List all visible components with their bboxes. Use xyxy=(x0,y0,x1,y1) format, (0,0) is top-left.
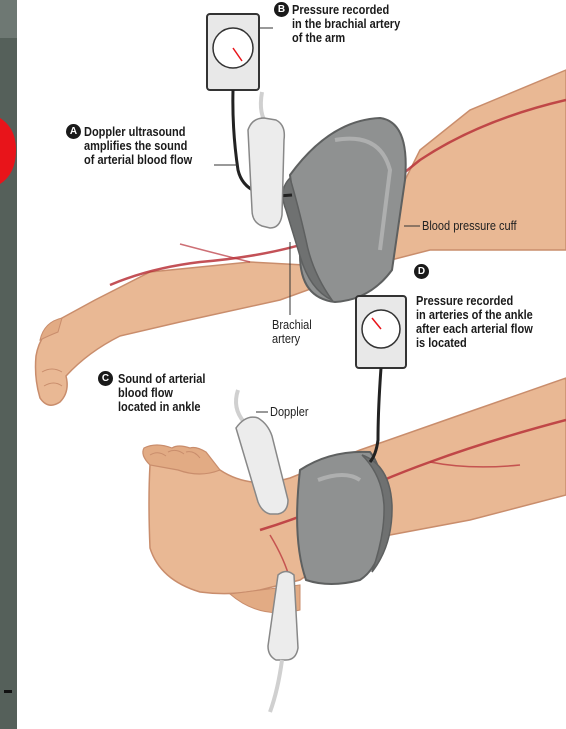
left-strip-dash xyxy=(4,690,12,693)
label-doppler: Doppler xyxy=(270,405,309,419)
label-cuff: Blood pressure cuff xyxy=(422,219,517,233)
label-d-line: is located xyxy=(416,336,533,350)
label-brachial-line: Brachial xyxy=(272,318,312,332)
label-b-line: in the brachial artery xyxy=(292,17,400,31)
arm-doppler-probe xyxy=(248,118,284,228)
label-c-line: located in ankle xyxy=(118,400,205,414)
label-c-text: Sound of arterial blood flow located in … xyxy=(118,372,205,414)
leg-cuff xyxy=(297,452,392,584)
label-a-line: Doppler ultrasound xyxy=(84,125,192,139)
arm-cuff xyxy=(283,118,406,302)
label-brachial: Brachial artery xyxy=(272,318,312,346)
label-brachial-line: artery xyxy=(272,332,312,346)
label-b-line: of the arm xyxy=(292,31,400,45)
label-d-line: after each arterial flow xyxy=(416,322,533,336)
label-a-text: Doppler ultrasound amplifies the sound o… xyxy=(84,125,192,167)
label-b-line: Pressure recorded xyxy=(292,3,400,17)
label-d-line: Pressure recorded xyxy=(416,294,533,308)
label-c-badge: C xyxy=(98,371,113,386)
label-b-text: Pressure recorded in the brachial artery… xyxy=(292,3,400,45)
label-c-line: Sound of arterial xyxy=(118,372,205,386)
label-c-line: blood flow xyxy=(118,386,205,400)
ankle-doppler-cable-bottom xyxy=(270,660,282,712)
leg-cuff-body xyxy=(297,452,385,584)
label-d-text: Pressure recorded in arteries of the ank… xyxy=(416,294,533,350)
ankle-gauge xyxy=(356,296,406,368)
label-a-line: amplifies the sound xyxy=(84,139,192,153)
label-d-badge: D xyxy=(414,264,429,279)
label-b-badge: B xyxy=(274,2,289,17)
ankle-doppler-cable-top xyxy=(236,390,244,422)
left-side-strip xyxy=(0,0,17,729)
label-a-line: of arterial blood flow xyxy=(84,153,192,167)
label-a-badge: A xyxy=(66,124,81,139)
label-d-line: in arteries of the ankle xyxy=(416,308,533,322)
left-strip-top-band xyxy=(0,0,17,38)
arm-gauge xyxy=(207,14,259,90)
